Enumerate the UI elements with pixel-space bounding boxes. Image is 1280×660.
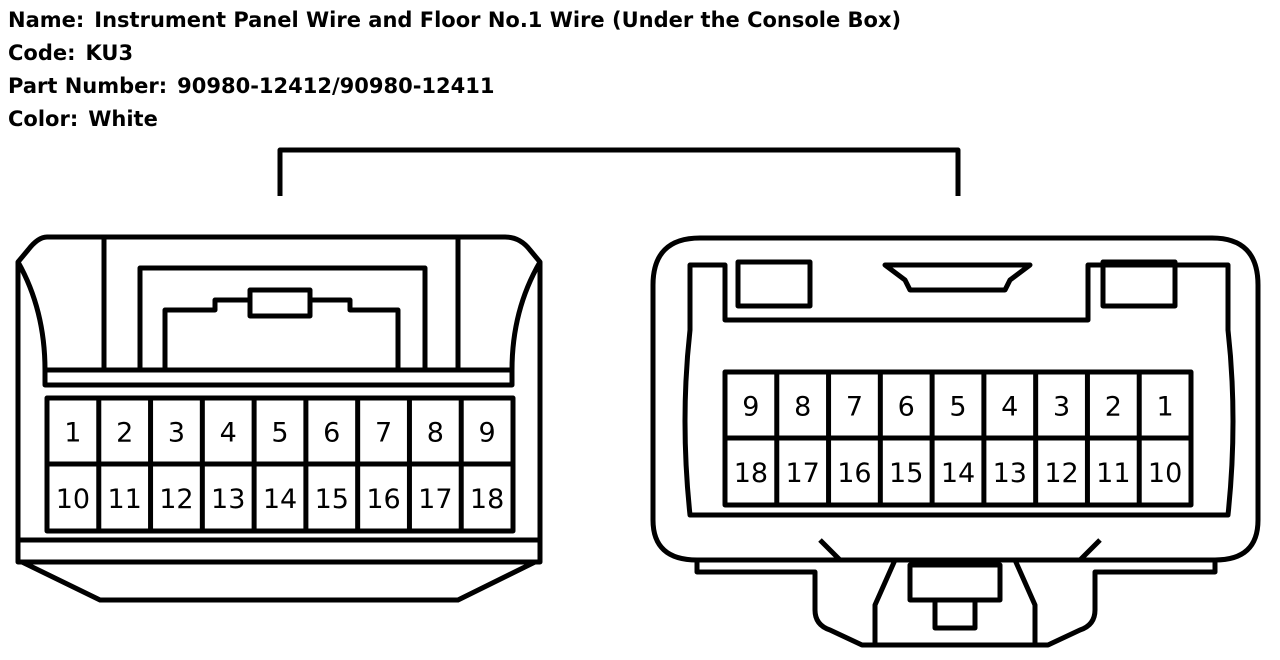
left-latch-tab	[247, 290, 313, 319]
code-row: Code: KU3	[8, 37, 901, 70]
left-pin-label: 7	[375, 417, 392, 448]
left-pin-label: 3	[168, 417, 185, 448]
right-pin-label: 9	[742, 391, 759, 422]
right-pin-label: 15	[889, 458, 923, 489]
right-connector: 9 8 7 6 5 4 3 2 1 18 17 16 15 14 13 12 11 10	[650, 235, 1261, 648]
right-top-key	[882, 262, 1033, 293]
right-pin-label: 12	[1044, 458, 1078, 489]
right-pin-label: 14	[941, 458, 975, 489]
left-latch-bracket	[101, 237, 461, 373]
right-top-slot-right	[1100, 259, 1178, 309]
left-pin-label: 14	[263, 484, 297, 515]
right-pin-label: 3	[1053, 391, 1070, 422]
right-housing-inner-wall	[682, 262, 1236, 518]
right-pin-label: 4	[1001, 391, 1018, 422]
part-number-row: Part Number: 90980-12412/90980-12411	[8, 70, 901, 103]
left-pin-label: 17	[418, 484, 452, 515]
left-inner-ledge	[42, 370, 515, 388]
right-bottom-lock	[872, 558, 1038, 645]
name-label: Name:	[8, 8, 85, 32]
left-side-notch-right	[458, 260, 543, 373]
code-value: KU3	[85, 41, 134, 65]
left-column-dividers	[96, 398, 464, 531]
right-pin-label: 17	[785, 458, 819, 489]
left-side-notch-left	[15, 260, 104, 373]
color-row: Color: White	[8, 103, 901, 136]
right-pin-label: 6	[898, 391, 915, 422]
right-pin-label: 11	[1096, 458, 1130, 489]
code-label: Code:	[8, 41, 76, 65]
left-pin-label: 15	[315, 484, 349, 515]
right-pin-label: 7	[846, 391, 863, 422]
left-latch-inner	[162, 287, 401, 370]
name-row: Name: Instrument Panel Wire and Floor No.…	[8, 4, 901, 37]
left-pin-label: 10	[56, 484, 90, 515]
name-value: Instrument Panel Wire and Floor No.1 Wir…	[94, 8, 902, 32]
color-value: White	[88, 107, 158, 131]
mating-bracket	[277, 147, 961, 196]
right-column-dividers	[774, 372, 1142, 505]
part-number-value: 90980-12412/90980-12411	[177, 74, 495, 98]
right-pin-label: 2	[1105, 391, 1122, 422]
left-pin-label: 13	[211, 484, 245, 515]
left-pin-label: 5	[271, 417, 288, 448]
right-pin-labels: 9 8 7 6 5 4 3 2 1 18 17 16 15 14 13 12 11 10	[734, 391, 1183, 489]
right-bottom-guide	[818, 538, 1102, 562]
right-bottom-base	[694, 560, 1218, 648]
color-label: Color:	[8, 107, 79, 131]
left-latch-arm	[137, 265, 428, 370]
right-pin-label: 16	[837, 458, 871, 489]
left-pin-label: 18	[470, 484, 504, 515]
right-pin-label: 18	[734, 458, 768, 489]
right-pin-label: 1	[1157, 391, 1174, 422]
right-pin-label: 10	[1148, 458, 1182, 489]
left-pin-label: 11	[107, 484, 141, 515]
left-pin-label: 9	[479, 417, 496, 448]
left-pin-label: 16	[366, 484, 400, 515]
left-pin-label: 12	[159, 484, 193, 515]
left-pin-label: 6	[323, 417, 340, 448]
right-pin-label: 5	[949, 391, 966, 422]
left-pin-label: 4	[220, 417, 237, 448]
part-number-label: Part Number:	[8, 74, 168, 98]
left-pin-label: 1	[64, 417, 81, 448]
connector-info: Name: Instrument Panel Wire and Floor No.…	[8, 4, 901, 136]
right-top-slot-left	[735, 259, 813, 309]
right-pin-label: 8	[794, 391, 811, 422]
right-pin-label: 13	[993, 458, 1027, 489]
left-pin-label: 2	[116, 417, 133, 448]
left-pin-label: 8	[427, 417, 444, 448]
left-housing-base	[15, 540, 543, 603]
